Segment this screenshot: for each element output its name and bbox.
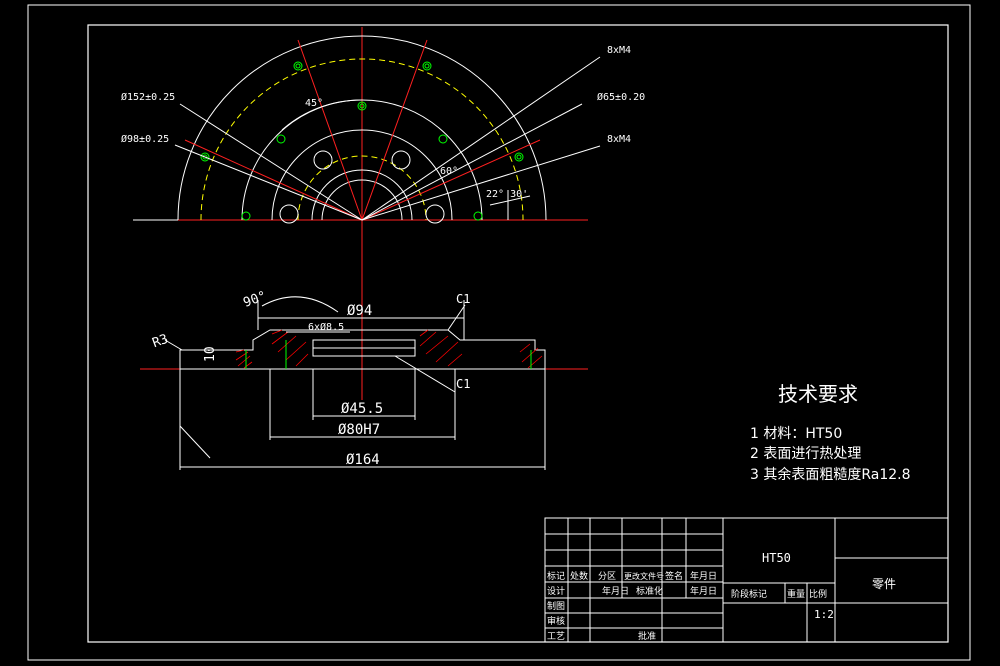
plan-lightening-hole bbox=[391, 150, 411, 170]
tech-title: 技术要求 bbox=[778, 382, 858, 406]
label-d164: Ø164 bbox=[346, 452, 380, 468]
tb-part-name: 零件 bbox=[872, 577, 896, 591]
inner-frame bbox=[87, 24, 949, 643]
label-a22: 22° 30' bbox=[486, 189, 528, 200]
tb-drawing: 制图 bbox=[547, 600, 565, 612]
label-r3: R3 bbox=[150, 332, 170, 351]
tech-item-2: 2 表面进行热处理 bbox=[750, 446, 861, 462]
label-a45: 45° bbox=[305, 98, 323, 109]
section-hatching bbox=[235, 329, 543, 369]
angle-90-arc bbox=[261, 296, 339, 313]
tb-weight: 重量 bbox=[787, 588, 805, 600]
label-d98: Ø98±0.25 bbox=[121, 133, 169, 145]
label-d152: Ø152±0.25 bbox=[121, 91, 175, 103]
label-h10: 10 bbox=[203, 346, 218, 362]
plan-bolt-circle bbox=[200, 58, 524, 221]
label-a60: 60° bbox=[440, 166, 458, 177]
tech-item-3: 3 其余表面粗糙度Ra12.8 bbox=[750, 466, 911, 483]
section-outline bbox=[179, 329, 546, 370]
label-m4-top: 8xM4 bbox=[607, 45, 631, 56]
plan-radial-lines bbox=[184, 39, 541, 221]
label-d80: Ø80H7 bbox=[338, 422, 380, 438]
tb-stage: 阶段标记 bbox=[731, 588, 767, 600]
tb-zone: 分区 bbox=[598, 571, 616, 582]
title-block bbox=[544, 517, 949, 643]
label-m4-right: 8xM4 bbox=[607, 134, 631, 145]
tb-review: 审核 bbox=[547, 615, 565, 627]
label-holes: 6xØ8.5 bbox=[308, 321, 344, 333]
plan-m4-holes bbox=[200, 61, 524, 221]
plan-lightening-hole bbox=[279, 204, 299, 224]
tb-mark: 标记 bbox=[547, 570, 565, 582]
plan-view bbox=[133, 27, 601, 258]
tb-std: 标准化 bbox=[636, 585, 663, 597]
tb-design: 设计 bbox=[547, 585, 565, 597]
tb-scale: 1:2 bbox=[814, 608, 834, 621]
tech-item-1: 1 材料：HT50 bbox=[750, 426, 842, 442]
label-c1-top: C1 bbox=[456, 292, 470, 306]
label-d65: Ø65±0.20 bbox=[597, 91, 645, 103]
label-d45: Ø45.5 bbox=[341, 401, 383, 417]
title-block-text: HT50 零件 1:2 标记 处数 分区 更改文件号 签名 年月日 设计 年月日… bbox=[547, 551, 896, 642]
section-labels: R3 10 90° Ø94 6xØ8.5 C1 C1 Ø45.5 Ø80H7 Ø… bbox=[150, 289, 470, 468]
plan-circle-98 bbox=[271, 129, 453, 221]
tb-date: 年月日 bbox=[690, 570, 717, 582]
plan-dashed-circle-inner bbox=[297, 155, 427, 221]
tb-ratio: 比例 bbox=[809, 588, 827, 600]
tb-approve: 批准 bbox=[638, 630, 656, 642]
section-view bbox=[140, 258, 588, 470]
label-c1-bottom: C1 bbox=[456, 377, 470, 391]
plan-lightening-hole bbox=[425, 204, 445, 224]
label-a90: 90° bbox=[241, 289, 268, 311]
angle-45-arc bbox=[281, 99, 363, 131]
plan-lightening-hole bbox=[313, 150, 333, 170]
plan-circle-65 bbox=[311, 169, 413, 221]
outer-frame bbox=[27, 4, 971, 661]
label-d94: Ø94 bbox=[347, 303, 372, 319]
tb-sign: 签名 bbox=[665, 570, 683, 582]
tb-doc: 更改文件号 bbox=[624, 571, 664, 581]
plan-leaders bbox=[174, 56, 601, 221]
tb-material: HT50 bbox=[762, 551, 791, 565]
tb-date3: 年月日 bbox=[690, 585, 717, 597]
tech-requirements: 技术要求 1 材料：HT50 2 表面进行热处理 3 其余表面粗糙度Ra12.8 bbox=[750, 382, 911, 483]
plan-labels: Ø152±0.25 Ø98±0.25 8xM4 Ø65±0.20 8xM4 45… bbox=[121, 45, 645, 200]
tb-process: 工艺 bbox=[547, 631, 565, 642]
tb-count: 处数 bbox=[570, 570, 588, 582]
tb-date2: 年月日 bbox=[602, 585, 629, 597]
